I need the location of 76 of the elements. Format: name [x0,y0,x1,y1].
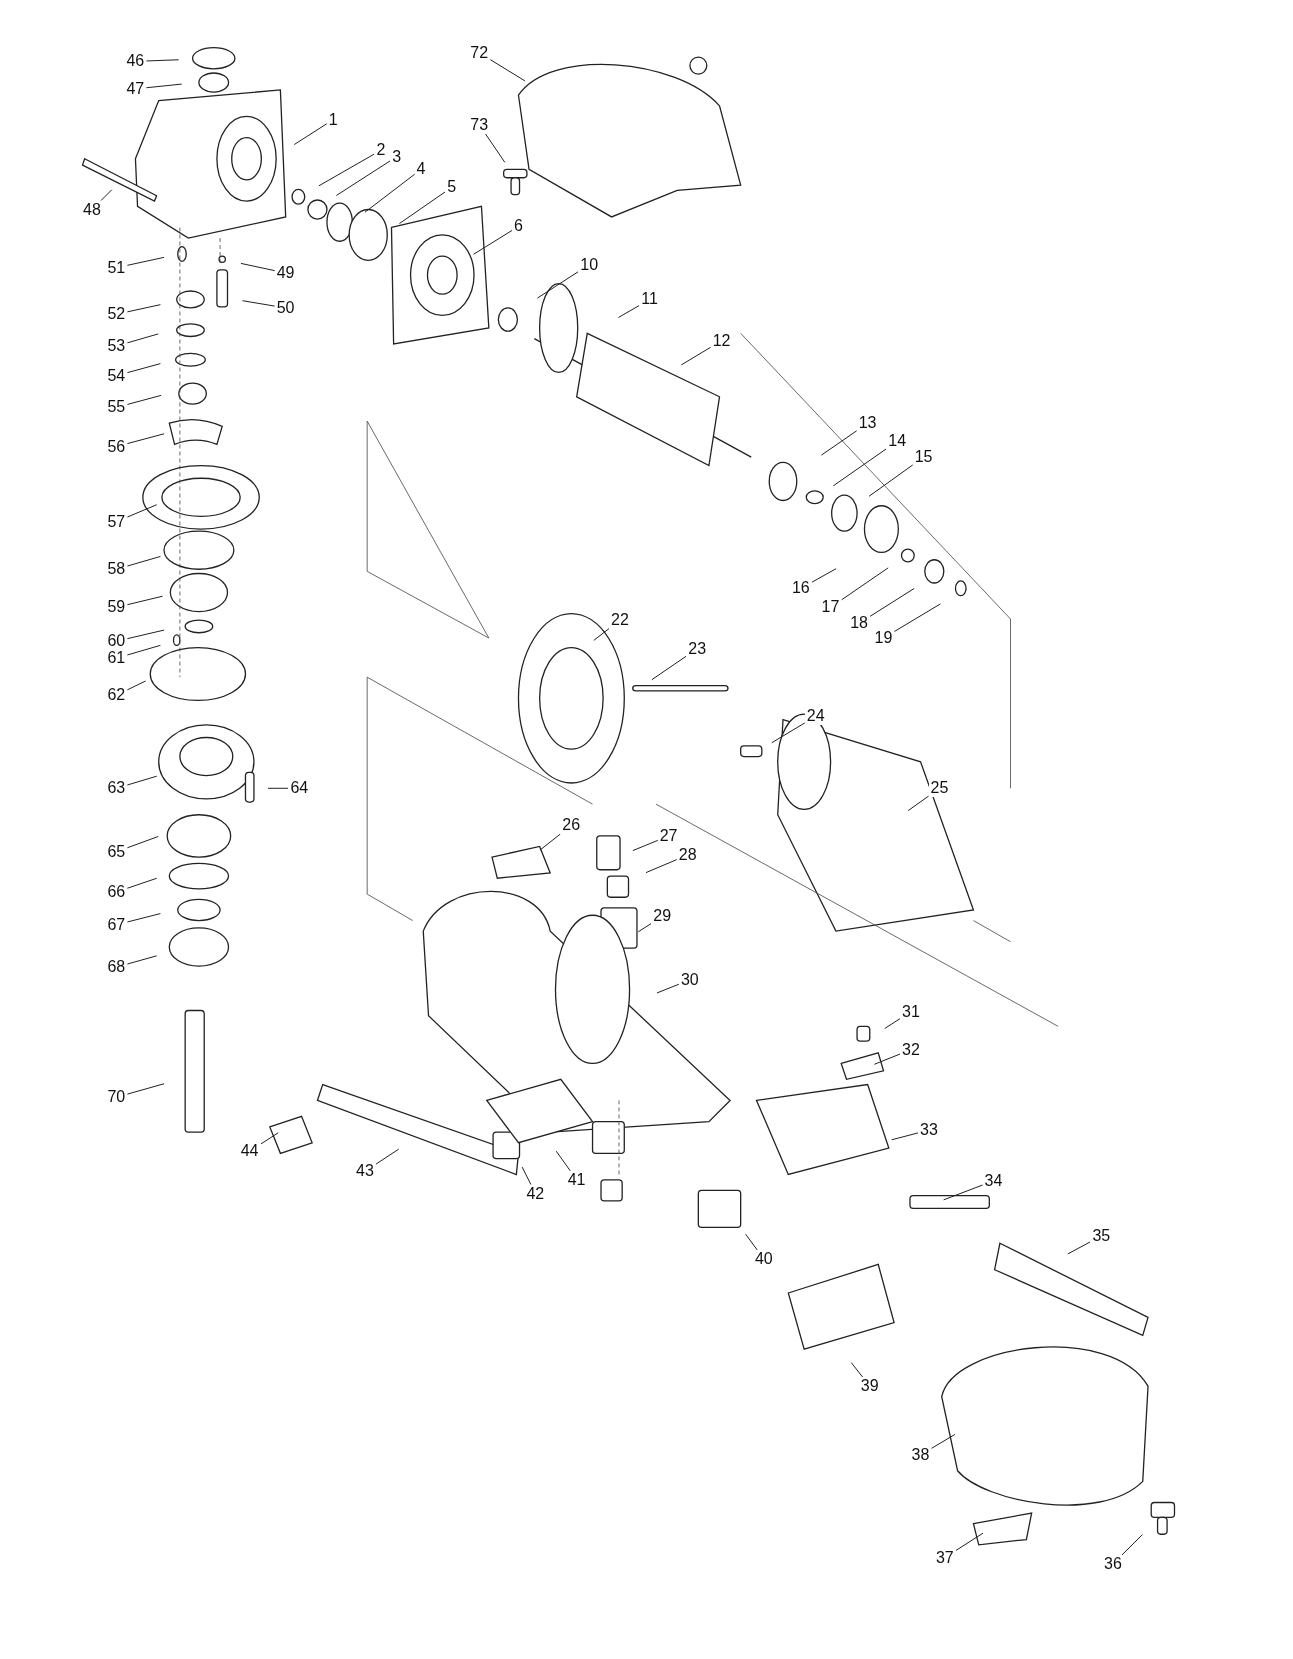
leader-line [473,229,513,255]
leader-line [126,433,165,445]
leader-line [126,629,165,640]
leader-line [126,256,165,266]
leader-line [884,1018,901,1029]
leader-line [811,568,837,583]
leader-line [820,430,858,456]
leader-line [126,304,161,313]
leader-line [1121,1534,1143,1556]
leader-line [126,644,161,656]
leader-line [240,262,276,272]
callout-number: 35 [1090,1226,1113,1245]
leader-line [771,722,806,744]
leader-line [126,394,162,405]
leader-line [955,1532,984,1551]
callout-number: 29 [651,907,674,926]
callout-number: 23 [686,639,709,658]
leader-line [126,955,158,965]
leader-line [100,189,113,201]
leader-line [145,83,183,89]
leader-line [126,555,161,567]
leader-line [850,1362,864,1378]
leader-line [126,836,159,849]
leader-line [399,191,446,224]
leader-line [126,1083,165,1095]
leader-line [489,59,526,82]
leader-line [145,59,180,62]
callout-number: 24 [804,707,827,726]
leader-line [267,787,289,789]
leader-line [484,133,506,163]
leader-line [260,1132,279,1145]
leader-line [841,567,889,601]
leader-line [126,877,158,889]
callout-number: 11 [639,290,660,309]
leader-line [943,1184,984,1201]
leader-line [555,1150,571,1172]
callout-number: 26 [560,816,583,835]
leader-line [873,1053,901,1065]
leader-line [126,363,161,374]
leader-line [891,1132,919,1141]
leader-line [126,595,164,606]
leader-line [126,504,158,518]
leader-line [521,1166,532,1186]
leader-line [539,833,561,851]
leader-line [651,655,687,681]
leader-line [907,795,930,812]
leader-line [617,305,640,319]
leader-line [364,173,416,213]
leader-line [680,346,712,366]
leader-line [593,628,610,641]
leader-line [241,300,276,307]
leader-line [126,913,161,923]
callout-number: 73 [468,115,491,134]
leader-line [126,680,147,691]
leader-line [868,464,914,497]
leader-line [335,160,391,196]
leader-line [645,859,678,874]
leader-line [745,1233,758,1251]
callout-number: 14 [886,432,909,451]
leader-line [375,1148,400,1165]
leader-line [869,587,915,617]
leader-line [293,123,328,145]
leader-line [632,839,659,852]
leader-line [126,333,159,344]
leader-line [318,153,375,187]
leader-line [894,603,941,632]
leader-line [656,983,680,994]
leader-line [637,922,652,933]
callout-number: 22 [609,611,631,630]
callout-number: 10 [578,255,601,274]
leader-line [536,271,579,299]
leader-line [1067,1241,1091,1255]
leader-line [126,775,158,786]
leader-line [832,448,887,487]
leader-line [931,1433,956,1449]
callout-number: 25 [928,779,951,798]
